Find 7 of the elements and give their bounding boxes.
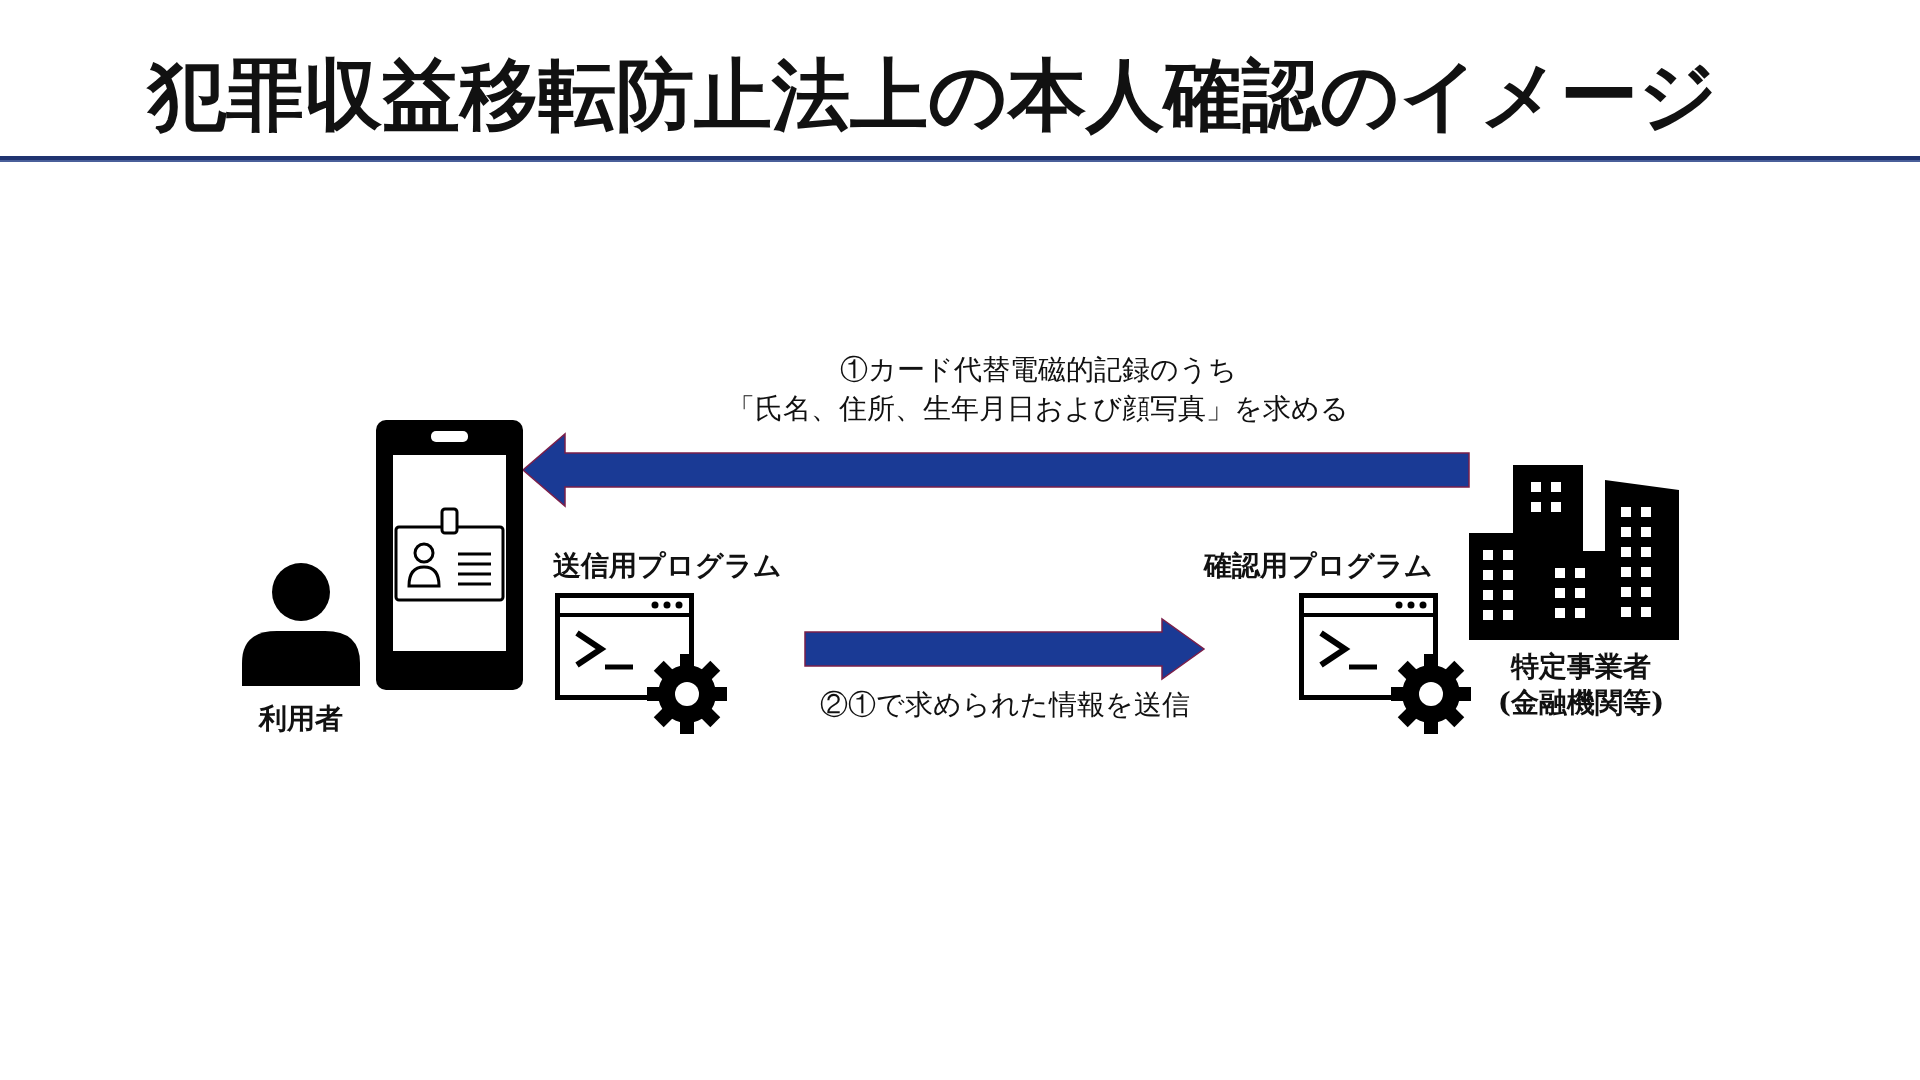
block-arrow (521, 432, 1470, 508)
block-arrow (804, 617, 1206, 681)
program-label: 確認用プログラム (1204, 548, 1434, 584)
page-title: 犯罪収益移転防止法上の本人確認のイメージ (148, 52, 1718, 138)
program-label: 送信用プログラム (553, 548, 783, 584)
organization-label: 特定事業者(金融機関等) (1497, 649, 1665, 722)
person-label: 利用者 (257, 701, 344, 737)
